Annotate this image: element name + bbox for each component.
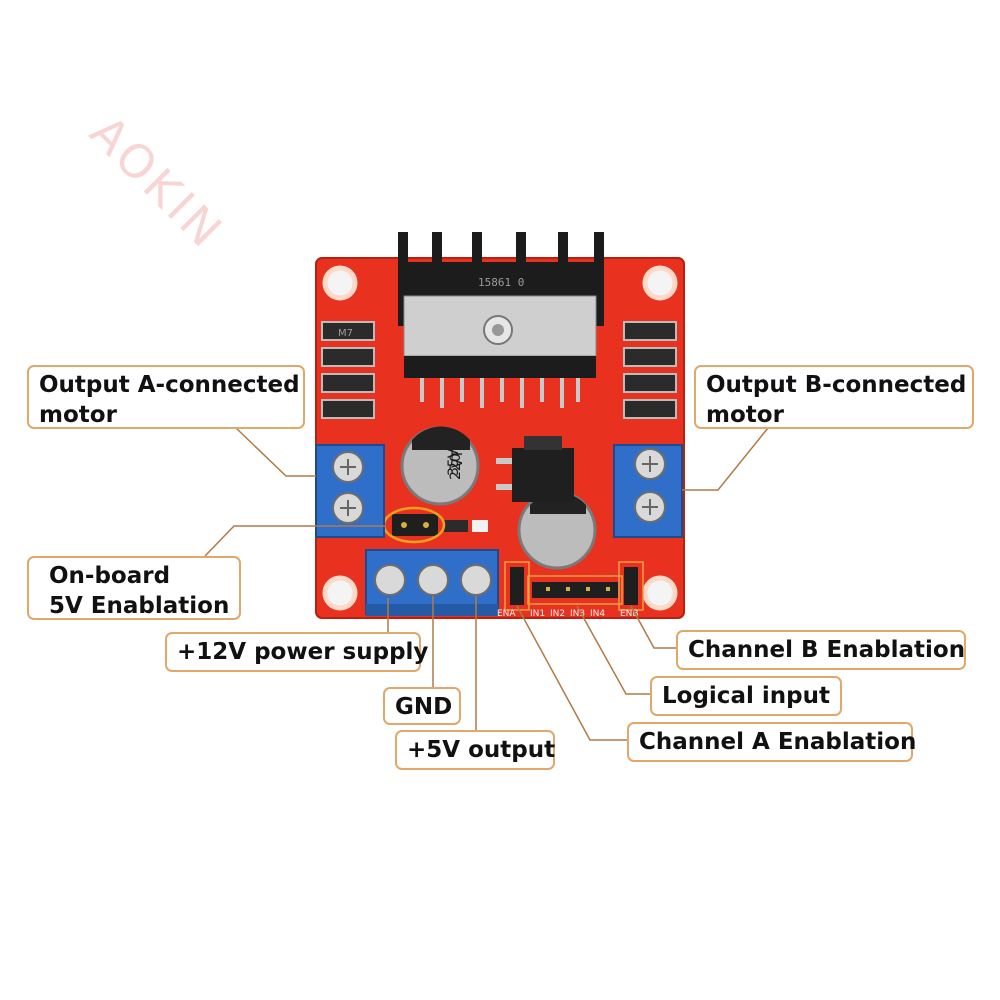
header-label-in2: IN2 <box>550 609 565 619</box>
terminal-output-a <box>315 444 385 538</box>
header-label-in4: IN4 <box>590 609 605 619</box>
capacitor-1 <box>400 426 480 506</box>
callout-onboard-5v-line2: 5V Enablation <box>49 593 230 619</box>
header-enb <box>618 561 644 611</box>
diodes-left <box>321 321 375 419</box>
header-inputs <box>527 575 623 605</box>
diode-label: M7 <box>338 328 353 339</box>
capacitor-label-value: 220 <box>448 453 464 480</box>
header-label-in3: IN3 <box>570 609 585 619</box>
header-ena <box>504 561 530 611</box>
callout-12v-power: +12V power supply <box>165 632 428 672</box>
callout-gnd: GND <box>383 687 461 725</box>
terminal-power <box>365 549 499 616</box>
leader-logical <box>576 605 652 695</box>
callout-output-b-line1: Output B-connected <box>706 372 967 398</box>
leader-onboard-5v <box>204 525 386 557</box>
leader-output-b <box>682 427 769 491</box>
callout-output-b: Output B-connected motor <box>694 365 974 429</box>
header-label-in1: IN1 <box>530 609 545 619</box>
header-label-ena: ENA <box>497 609 516 619</box>
diodes-right <box>623 321 677 419</box>
voltage-regulator <box>496 436 574 502</box>
callout-logical-input: Logical input <box>650 676 842 716</box>
chip-marking: 15861 0 <box>478 276 524 289</box>
callout-output-a-line1: Output A-connected <box>39 372 300 398</box>
smd-resistor <box>444 520 468 532</box>
callout-output-a: Output A-connected motor <box>27 365 305 429</box>
callout-5v-output: +5V output <box>395 730 555 770</box>
chip-pins <box>420 378 580 408</box>
heatsink <box>398 232 604 378</box>
terminal-output-b <box>613 444 683 538</box>
leader-output-a <box>235 427 316 477</box>
leader-channel-b <box>630 605 678 649</box>
smd-led <box>472 520 488 532</box>
header-label-enb: ENB <box>620 609 639 619</box>
callout-channel-b: Channel B Enablation <box>676 630 966 670</box>
callout-channel-a: Channel A Enablation <box>627 722 916 762</box>
capacitor-label-voltage: 35V <box>446 448 462 476</box>
capacitor-label-series: VT <box>450 449 466 468</box>
callout-output-a-line2: motor <box>39 402 117 428</box>
callout-onboard-5v: On-board 5V Enablation <box>27 556 241 620</box>
callout-output-b-line2: motor <box>706 402 784 428</box>
leader-channel-a <box>516 605 628 741</box>
mounting-holes <box>322 265 678 611</box>
capacitor-2 <box>517 490 597 570</box>
callout-onboard-5v-line1: On-board <box>49 563 171 589</box>
